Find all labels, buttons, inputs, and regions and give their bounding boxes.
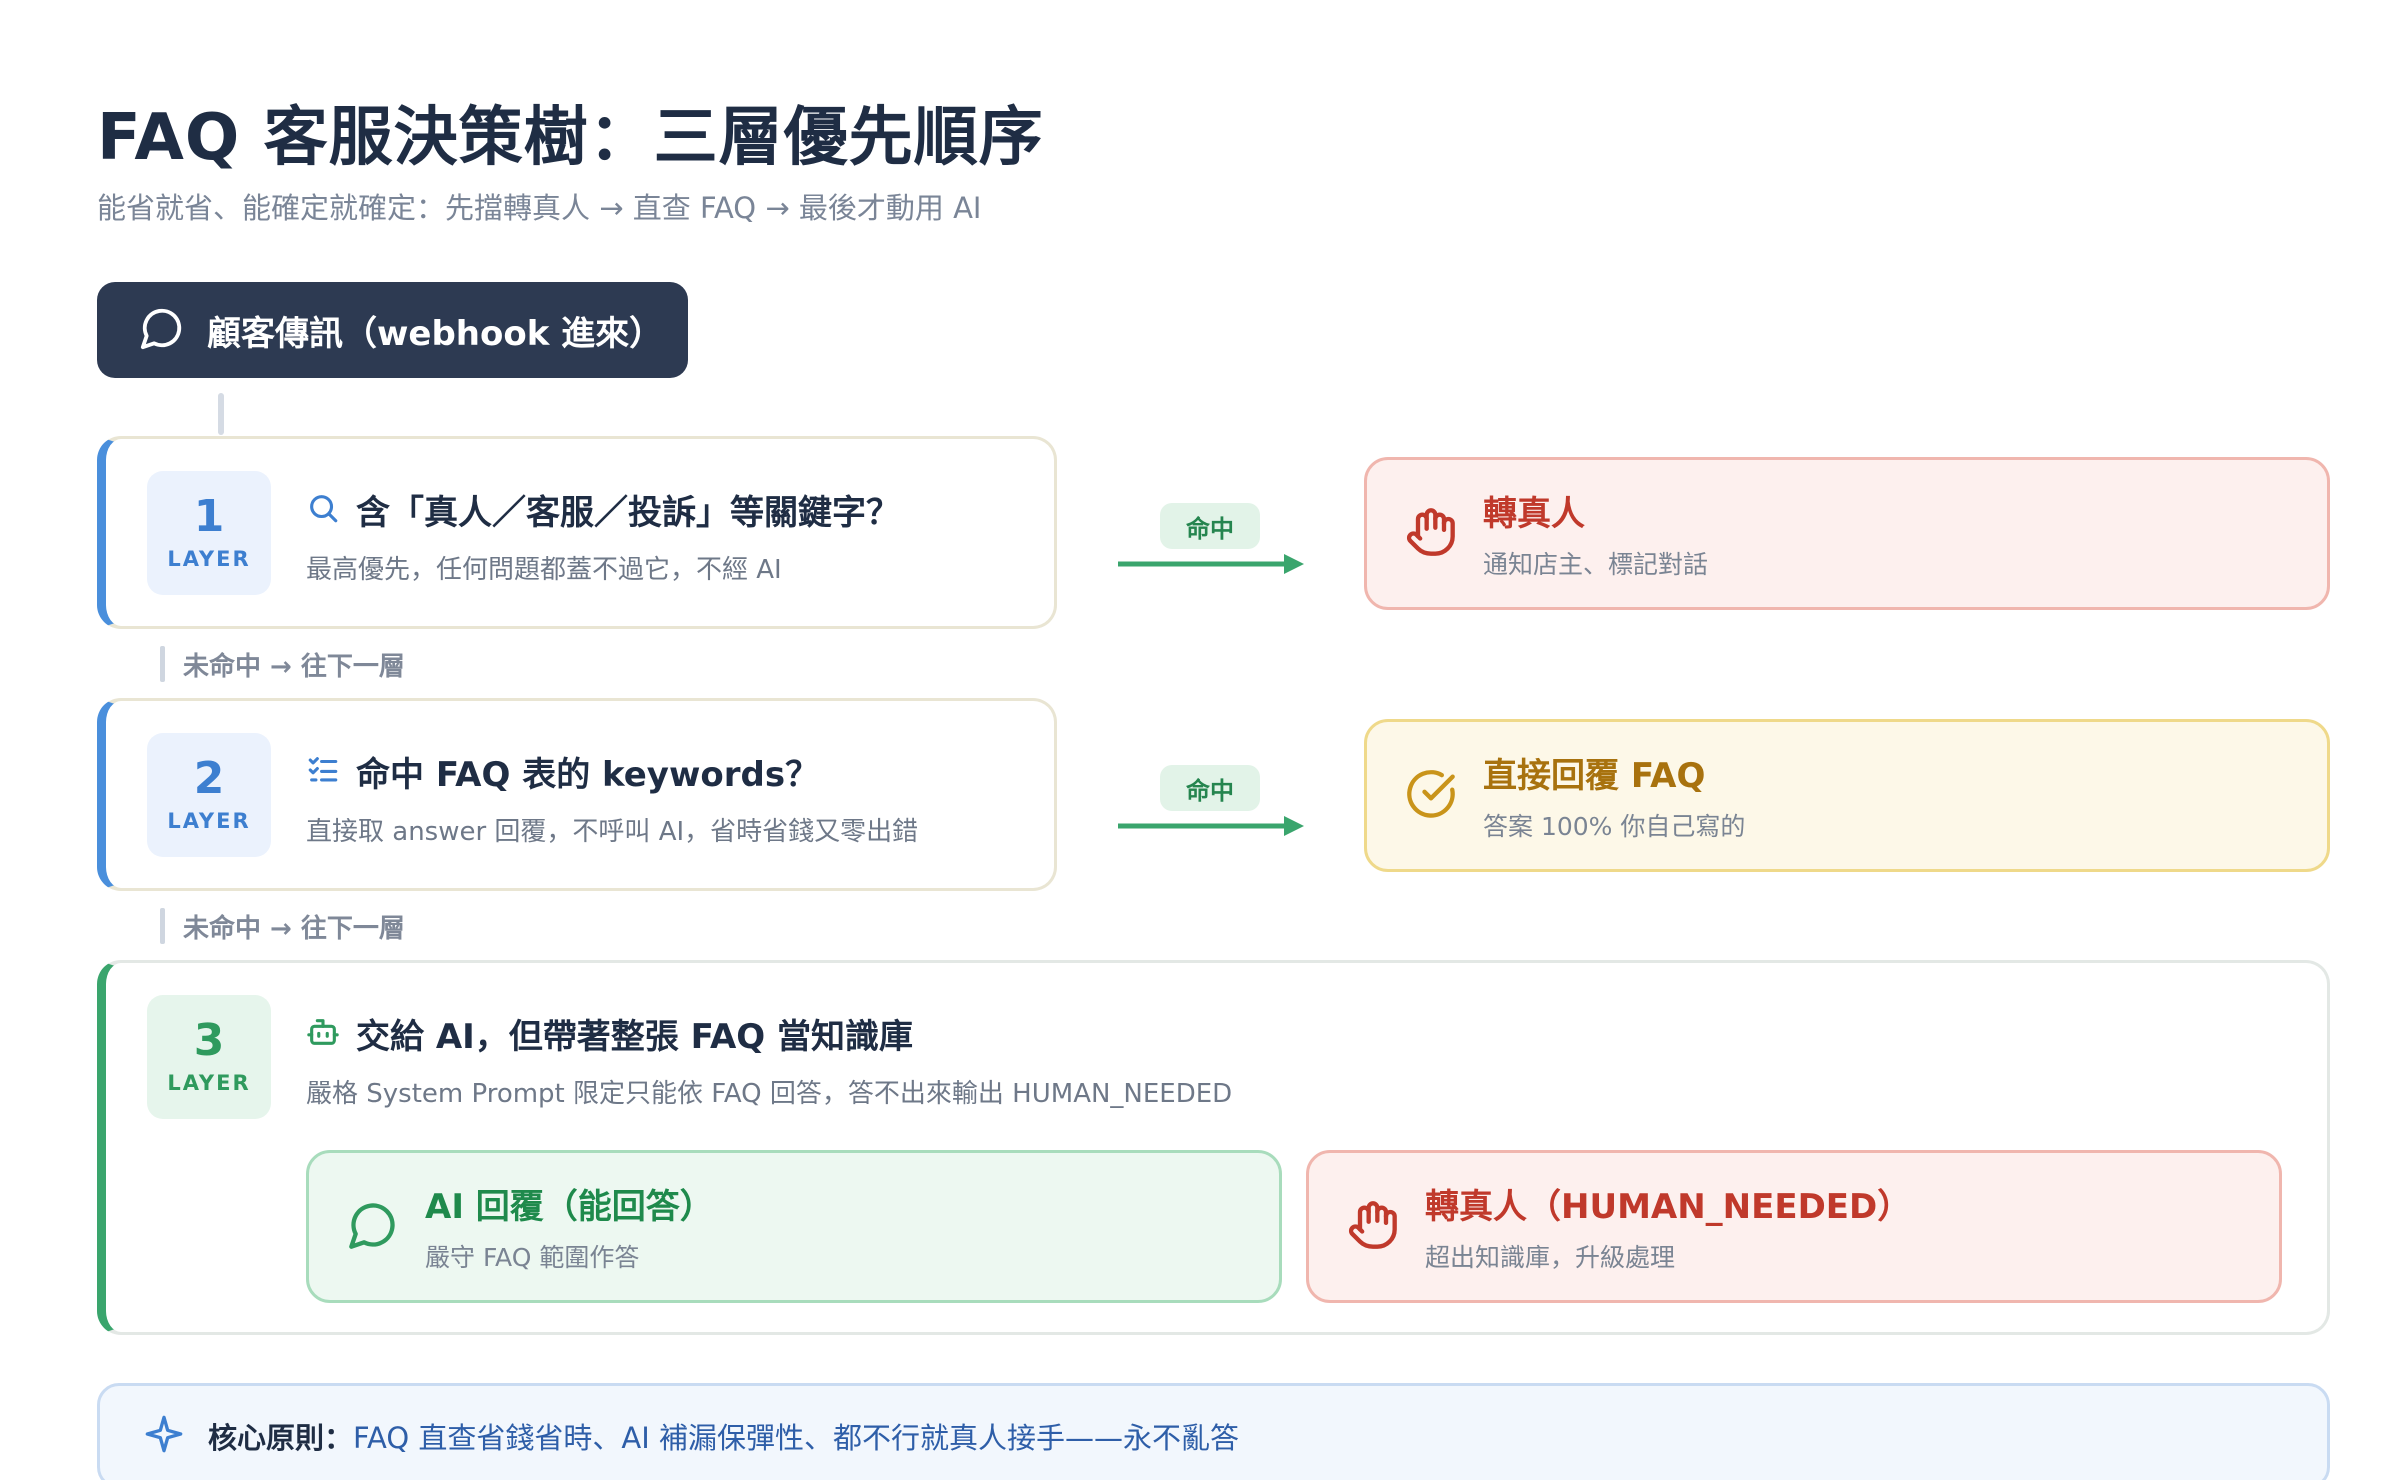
outcome-human-needed: 轉真人（HUMAN_NEEDED） 超出知識庫，升級處理 [1306,1150,2282,1303]
layer-number: 1 [193,491,225,542]
layer-2-heading-row: 命中 FAQ 表的 keywords？ [306,747,819,796]
result-title: 轉真人 [1483,494,1585,534]
miss-label: 未命中 → 往下一層 [183,651,405,682]
principle-label: 核心原則： [208,1421,354,1455]
sparkle-icon [144,1414,184,1458]
layer-2-card: 2 LAYER 命中 FAQ 表的 keywords？ 直接取 answer 回… [97,698,1057,891]
layer-tag: LAYER [167,547,251,571]
result-subtitle: 通知店主、標記對話 [1483,550,1709,579]
outcome-subtitle: 嚴守 FAQ 範圍作答 [425,1243,640,1272]
outcome-ai-reply: AI 回覆（能回答） 嚴守 FAQ 範圍作答 [306,1150,1282,1303]
principle-text: FAQ 直查省錢省時、AI 補漏保彈性、都不行就真人接手——永不亂答 [353,1421,1240,1455]
hit-label: 命中 [1160,765,1260,811]
chat-bubble-icon [139,305,185,355]
page-subtitle: 能省就省、能確定就確定：先擋轉真人 → 直查 FAQ → 最後才動用 AI [97,191,982,225]
list-check-icon [306,753,340,791]
result-title: 直接回覆 FAQ [1483,756,1706,796]
start-node-label: 顧客傳訊（webhook 進來） [207,313,664,354]
layer-2-heading: 命中 FAQ 表的 keywords？ [356,755,820,795]
layer-number: 3 [193,1015,225,1066]
outcome-subtitle: 超出知識庫，升級處理 [1425,1243,1676,1272]
start-node: 顧客傳訊（webhook 進來） [97,282,688,378]
layer-1-description: 最高優先，任何問題都蓋不過它，不經 AI [306,555,782,585]
layer-tag: LAYER [167,809,251,833]
layer-3-heading: 交給 AI，但帶著整張 FAQ 當知識庫 [356,1017,914,1057]
miss-connector-1: 未命中 → 往下一層 [160,646,405,682]
hit-arrow [1118,554,1304,574]
hit-arrow [1118,816,1304,836]
layer-3-badge: 3 LAYER [147,995,271,1119]
layer-2-description: 直接取 answer 回覆，不呼叫 AI，省時省錢又零出錯 [306,817,919,847]
core-principle-box: 核心原則： FAQ 直查省錢省時、AI 補漏保彈性、都不行就真人接手——永不亂答 [97,1383,2330,1480]
layer-1-badge: 1 LAYER [147,471,271,595]
search-icon [306,491,340,529]
layer-1-heading-row: 含「真人／客服／投訴」等關鍵字？ [306,485,900,534]
layer-3-card: 3 LAYER 交給 AI，但帶著整張 FAQ 當知識庫 嚴格 System P… [97,960,2330,1335]
layer-1-heading: 含「真人／客服／投訴」等關鍵字？ [356,493,900,533]
check-circle-icon [1405,768,1457,824]
robot-icon [306,1015,340,1053]
chat-bubble-icon [347,1199,399,1255]
result-subtitle: 答案 100% 你自己寫的 [1483,812,1746,841]
hand-icon [1347,1199,1399,1255]
page-title: FAQ 客服決策樹：三層優先順序 [97,101,1044,175]
layer-1-card: 1 LAYER 含「真人／客服／投訴」等關鍵字？ 最高優先，任何問題都蓋不過它，… [97,436,1057,629]
layer-number: 2 [193,753,225,804]
result-direct-faq: 直接回覆 FAQ 答案 100% 你自己寫的 [1364,719,2330,872]
outcome-title: 轉真人（HUMAN_NEEDED） [1425,1187,1912,1227]
layer-2-badge: 2 LAYER [147,733,271,857]
outcome-title: AI 回覆（能回答） [425,1187,714,1227]
miss-connector-2: 未命中 → 往下一層 [160,908,405,944]
layer-tag: LAYER [167,1071,251,1095]
connector-line [218,393,224,435]
hit-label: 命中 [1160,503,1260,549]
layer-3-description: 嚴格 System Prompt 限定只能依 FAQ 回答，答不出來輸出 HUM… [306,1079,1233,1109]
layer-3-heading-row: 交給 AI，但帶著整張 FAQ 當知識庫 [306,1009,913,1058]
miss-label: 未命中 → 往下一層 [183,913,405,944]
result-transfer-human: 轉真人 通知店主、標記對話 [1364,457,2330,610]
hand-icon [1405,506,1457,562]
